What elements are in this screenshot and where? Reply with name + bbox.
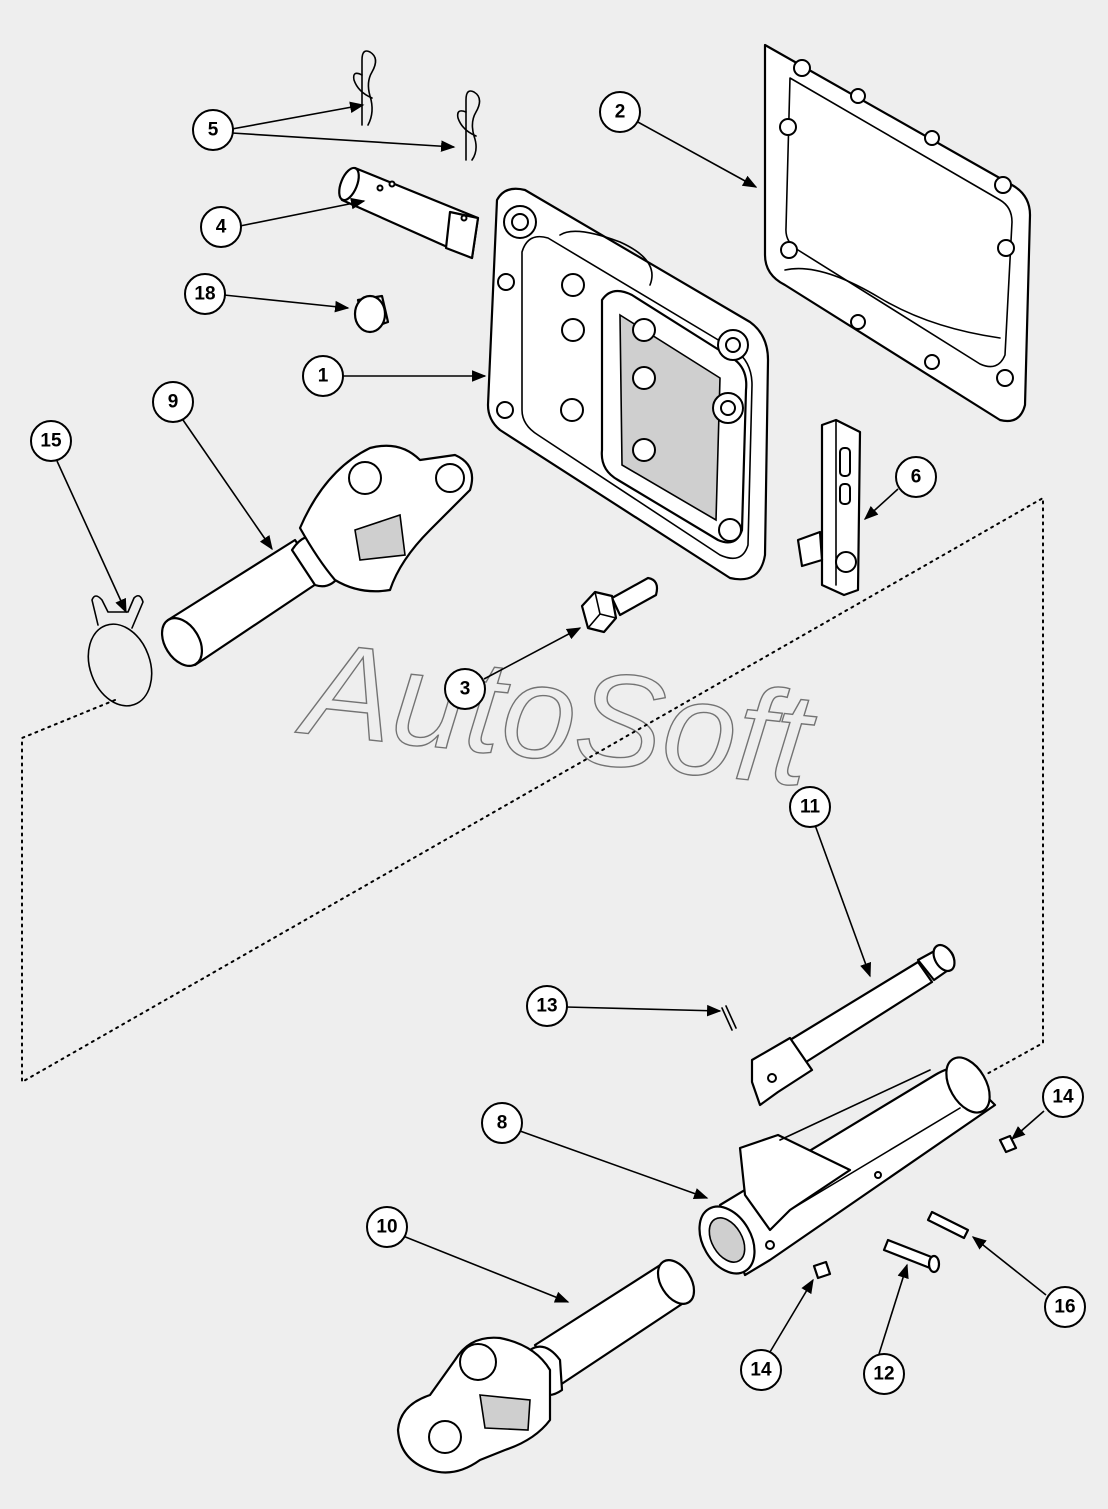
part-11-shaft [750,943,956,1107]
svg-text:15: 15 [40,431,62,452]
part-15-ring-clip [87,594,153,707]
svg-text:4: 4 [216,217,227,238]
callout-11: 11 [789,786,831,828]
svg-text:9: 9 [168,392,179,413]
callout-3: 3 [444,668,486,710]
part-2-gasket [763,43,1032,423]
part-18-bushing [353,294,390,334]
callout-16: 16 [1044,1286,1086,1328]
part-3-bolt [580,576,659,634]
callout-14-lower: 14 [740,1349,782,1391]
svg-text:11: 11 [800,797,821,818]
callout-18: 18 [184,273,226,315]
svg-text:3: 3 [460,679,471,700]
callout-2: 2 [599,91,641,133]
svg-text:14: 14 [1052,1087,1074,1108]
part-4-pin [338,166,480,260]
svg-text:10: 10 [376,1217,397,1238]
part-16-roll-pin [926,1210,970,1240]
part-14-fitting-lower [812,1260,832,1280]
watermark: AutoSoft [292,614,823,814]
part-5-r-clips [352,50,481,161]
part-13-cotter-pin [721,1005,737,1031]
callout-5: 5 [192,109,234,151]
svg-text:5: 5 [208,120,219,141]
part-14-fitting-upper [998,1134,1018,1154]
part-1-housing [486,187,770,581]
callout-9: 9 [152,381,194,423]
svg-text:6: 6 [911,467,922,488]
callout-8: 8 [481,1102,523,1144]
assembly-dotted-line [21,496,1044,1084]
svg-text:13: 13 [536,996,557,1017]
svg-text:12: 12 [873,1364,894,1385]
part-10-yoke-shaft [396,1259,696,1474]
svg-text:1: 1 [318,366,329,387]
callout-6: 6 [895,456,937,498]
part-8-tube [698,1056,997,1277]
callout-15: 15 [30,420,72,462]
callout-4: 4 [200,206,242,248]
svg-text:16: 16 [1054,1297,1075,1318]
callout-13: 13 [526,985,568,1027]
callout-14-upper: 14 [1042,1076,1084,1118]
leader-lines [56,101,1047,1355]
svg-text:2: 2 [615,102,626,123]
svg-text:14: 14 [750,1360,772,1381]
part-6-bracket [796,418,862,597]
callout-12: 12 [863,1353,905,1395]
callout-10: 10 [366,1206,408,1248]
svg-text:18: 18 [194,284,215,305]
svg-text:8: 8 [497,1113,508,1134]
part-9-yoke-shaft [160,444,474,667]
callout-1: 1 [302,355,344,397]
part-12-clevis-pin [882,1238,941,1274]
